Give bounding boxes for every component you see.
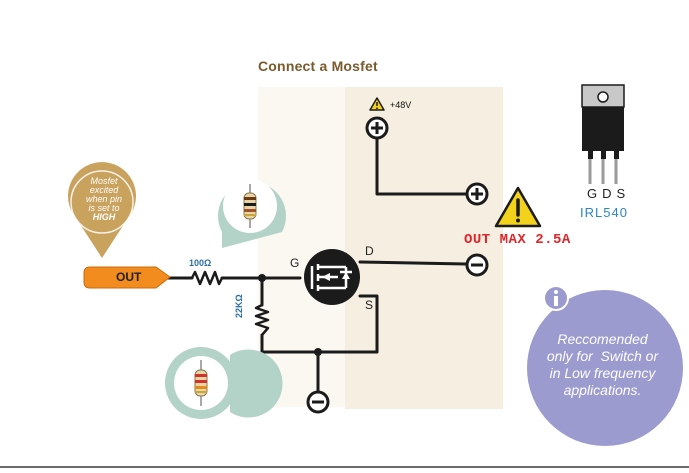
- info-line: applications.: [563, 382, 642, 398]
- info-bubble: [527, 290, 683, 446]
- wire-supply: [375, 138, 468, 196]
- info-bubble-text: Reccomended only for Switch or in Low fr…: [530, 331, 675, 399]
- resistor-bubble-bottom: [165, 347, 283, 419]
- resistor-22k-symbol: [254, 303, 270, 336]
- info-line: Reccomended: [557, 331, 648, 347]
- note-line: HIGH: [92, 212, 116, 222]
- resistor-bubble-top: [218, 179, 286, 248]
- terminal-plus-supply: [365, 116, 389, 140]
- warning-icon: [494, 186, 542, 228]
- terminal-plus-output: [465, 182, 489, 206]
- bottom-divider: [0, 466, 689, 468]
- wire-pulldown-to-source: [260, 294, 379, 354]
- terminal-minus-ground: [306, 390, 330, 414]
- out-pin-label: OUT: [116, 270, 142, 284]
- out-pin-tag: [83, 266, 171, 289]
- info-icon: [543, 285, 569, 311]
- part-number: IRL540: [580, 205, 628, 220]
- note-bubble: [67, 162, 136, 258]
- gate-label: G: [290, 256, 300, 270]
- note-bubble-text: Mosfet excited when pin is set to HIGH: [74, 177, 134, 222]
- mosfet-symbol: [304, 249, 360, 305]
- junction-dot: [258, 274, 266, 282]
- pinout-label: GDS: [587, 186, 631, 201]
- junction-dot: [314, 348, 322, 356]
- terminal-minus-output: [465, 253, 489, 277]
- source-label: S: [365, 298, 374, 312]
- info-line: only for Switch or: [546, 348, 659, 364]
- wire-drain-to-out: [358, 260, 468, 266]
- gate-resistor-value: 100Ω: [189, 258, 212, 268]
- note-line: Mosfet: [90, 176, 118, 186]
- max-output-warning: OUT MAX 2.5A: [464, 232, 571, 248]
- board-panel: [345, 87, 503, 409]
- faint-background-panel: [258, 87, 346, 407]
- info-line: in Low frequency: [549, 365, 656, 381]
- note-line: when pin: [85, 194, 123, 204]
- small-warning-icon: [369, 97, 385, 111]
- pulldown-resistor-value: 22KΩ: [234, 294, 244, 318]
- supply-voltage-label: +48V: [390, 100, 412, 110]
- to220-transistor-icon: [581, 84, 625, 184]
- resistor-100-symbol: [190, 270, 224, 286]
- drain-label: D: [365, 244, 374, 258]
- note-line: excited: [89, 185, 119, 195]
- page-title: Connect a Mosfet: [258, 58, 378, 74]
- note-line: is set to: [88, 203, 120, 213]
